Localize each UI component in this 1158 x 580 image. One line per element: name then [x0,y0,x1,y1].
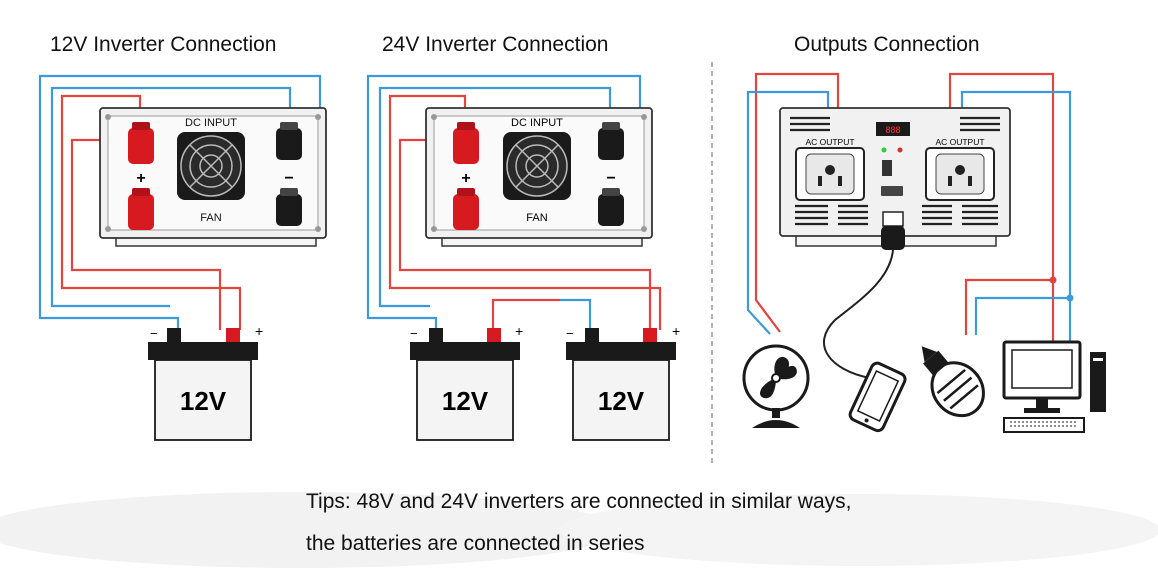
terminal-pos-top [128,122,154,164]
terminal-pos-top [453,122,479,164]
terminal-neg-bottom [276,188,302,226]
wire-bulb-blue [974,296,1070,335]
wire-series-neg [560,298,592,330]
wire-out2-red [948,72,1055,342]
battery-12v-a: − + 12V [148,323,263,441]
terminal-pos-bottom [128,188,154,230]
wire-neg-mid-inner [378,86,612,308]
svg-text:+: + [515,323,523,339]
svg-text:888: 888 [885,125,900,135]
ac-socket-right-icon [925,147,995,201]
svg-text:12V: 12V [442,386,489,416]
dc-input-label: DC INPUT [185,117,237,129]
fan-grill-icon [503,132,571,200]
inverter-ac-output: AC OUTPUT AC OUTPUT 888 [779,107,1011,247]
battery-12v-b: − + 12V [410,323,523,441]
title-outputs-connection: Outputs Connection [794,33,980,56]
svg-text:−: − [566,326,574,341]
terminal-neg-bottom [598,188,624,226]
fan-grill-icon [177,132,245,200]
fan-label: FAN [200,212,221,224]
dc-input-label: DC INPUT [511,117,563,129]
terminal-neg-top [598,122,624,160]
svg-text:−: − [410,326,418,341]
panel-outputs: AC OUTPUT AC OUTPUT 888 [742,72,1106,433]
svg-text:12V: 12V [598,386,645,416]
fan-icon [742,344,810,428]
panel-12v: DC INPUT FAN + − − + 12V [38,74,327,441]
title-24v-connection: 24V Inverter Connection [382,33,609,56]
phone-icon [848,361,907,433]
usb-plug-icon [881,211,905,250]
battery-12v-c: − + 12V [566,323,680,441]
tips-line-2: the batteries are connected in series [306,532,645,555]
ac-output-label: AC OUTPUT [935,137,984,147]
terminal-neg-top [276,122,302,160]
wire-pos-mid-outer [398,138,652,330]
usb-cable [823,249,894,379]
wire-bulb-red [964,278,1053,335]
wire-fan-red [754,72,840,333]
svg-text:+: + [136,170,145,187]
wire-pos-mid-inner [388,94,662,330]
svg-text:12V: 12V [180,386,227,416]
bulb-icon [921,346,985,418]
svg-text:+: + [255,323,263,339]
wire-neg-left-inner [50,86,292,308]
wire-series-pos [491,298,560,330]
wire-pos-left-inner [60,94,242,330]
wire-pos-left-outer [70,138,222,330]
computer-icon [1002,340,1106,433]
title-12v-connection: 12V Inverter Connection [50,33,277,56]
svg-text:+: + [461,170,470,187]
terminal-pos-bottom [453,188,479,230]
fan-label: FAN [526,212,547,224]
panel-24v: DC INPUT FAN + − − + 12V − + 12V [366,74,680,441]
svg-text:−: − [606,170,615,187]
svg-text:+: + [672,323,680,339]
ac-output-label: AC OUTPUT [805,137,854,147]
inverter-24v: DC INPUT FAN + − [425,107,653,247]
ac-socket-left-icon [795,147,865,201]
svg-text:−: − [284,170,293,187]
inverter-12v: DC INPUT FAN + − [99,107,327,247]
svg-text:−: − [150,326,158,341]
tips-line-1: Tips: 48V and 24V inverters are connecte… [306,490,852,513]
